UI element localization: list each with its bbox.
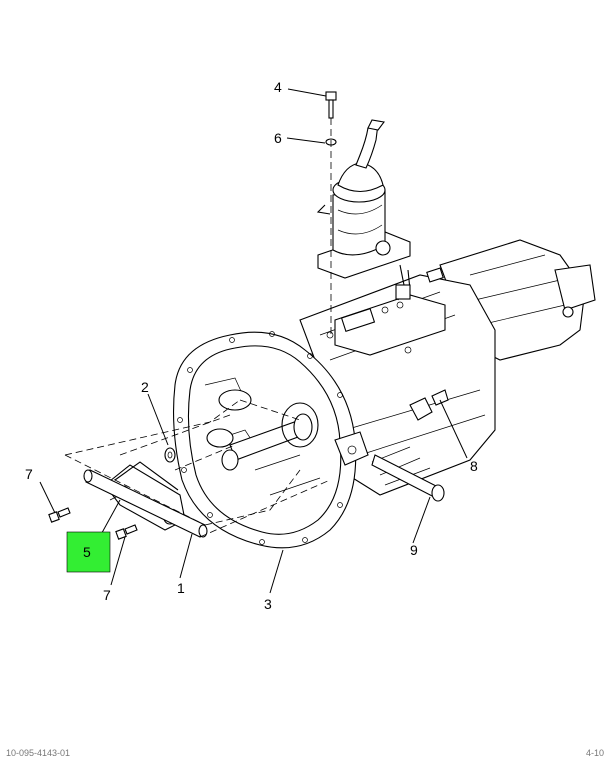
seal-2	[164, 447, 176, 463]
bolt-7-left	[48, 507, 71, 523]
callout-7-lower[interactable]: 7	[103, 587, 111, 603]
callout-7-left[interactable]: 7	[25, 466, 33, 482]
assembly-lines	[64, 399, 331, 538]
callout-2[interactable]: 2	[141, 379, 149, 395]
callout-5-highlight	[66, 531, 111, 573]
callout-8[interactable]: 8	[470, 458, 478, 474]
clutch-housing	[172, 331, 369, 549]
shift-tower	[316, 119, 444, 301]
callout-5[interactable]: 5	[83, 544, 91, 560]
leader-lines	[39, 88, 468, 594]
callout-3[interactable]: 3	[264, 596, 272, 612]
callout-9[interactable]: 9	[410, 542, 418, 558]
bolt-7-lower	[115, 524, 138, 540]
page-number: 4-10	[585, 748, 604, 758]
drawing-number: 10-095-4143-01	[6, 748, 71, 758]
bolt-4	[325, 91, 337, 119]
callout-6[interactable]: 6	[274, 130, 282, 146]
shaft-9	[371, 454, 445, 502]
callout-4[interactable]: 4	[274, 79, 282, 95]
callout-1[interactable]: 1	[177, 580, 185, 596]
